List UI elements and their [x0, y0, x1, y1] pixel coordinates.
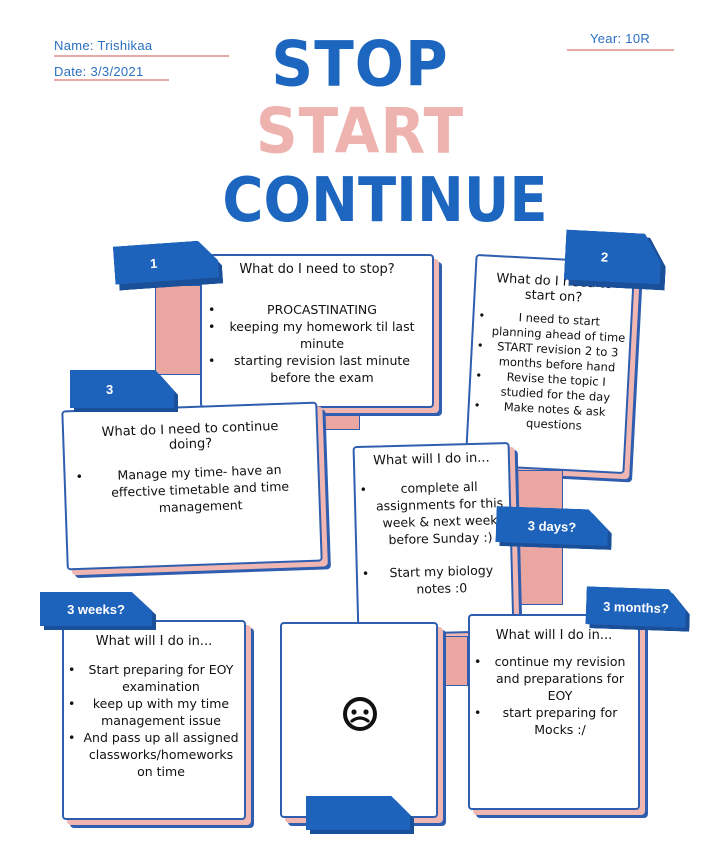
- weeks-card: What will I do in... Start preparing for…: [62, 620, 246, 820]
- list-item: starting revision last minute before the…: [206, 352, 422, 386]
- list-item: Manage my time- have an effective timeta…: [73, 460, 311, 519]
- date-underline: [54, 79, 169, 81]
- tab-3-months: 3 months?: [585, 586, 686, 627]
- tab-3: 3: [70, 370, 174, 408]
- name-label: Name: Trishikaa: [54, 38, 153, 53]
- center-card: [280, 622, 438, 818]
- start-list: I need to start planning ahead of time S…: [471, 308, 627, 436]
- date-label: Date: 3/3/2021: [54, 64, 144, 79]
- list-item: continue my revision and preparations fo…: [472, 653, 632, 704]
- days-card: What will I do in... complete all assign…: [352, 441, 515, 637]
- list-item: keeping my homework til last minute: [206, 318, 422, 352]
- months-list: continue my revision and preparations fo…: [472, 653, 632, 738]
- center-tab: [306, 796, 410, 830]
- list-item: And pass up all assigned classworks/home…: [66, 729, 240, 780]
- year-label: Year: 10R: [590, 31, 651, 46]
- tab-3-weeks: 3 weeks?: [40, 592, 152, 626]
- reload-smile-icon: [342, 696, 378, 736]
- center-accent: [436, 636, 468, 686]
- title-stop: STOP: [271, 27, 449, 101]
- list-item: Start preparing for EOY examination: [66, 661, 240, 695]
- stop-card: What do I need to stop? PROCASTINATING k…: [200, 254, 434, 408]
- list-item: complete all assignments for this week &…: [357, 477, 506, 549]
- days-question: What will I do in...: [373, 450, 490, 469]
- title-continue: CONTINUE: [222, 164, 548, 237]
- list-item: Start my biology notes :0: [360, 561, 508, 599]
- continue-question: What do I need to continue doing?: [101, 418, 279, 453]
- name-underline: [54, 55, 229, 57]
- list-item: start preparing for Mocks :/: [472, 704, 632, 738]
- list-item: keep up with my time management issue: [66, 695, 240, 729]
- continue-card: What do I need to continue doing? Manage…: [61, 401, 323, 571]
- months-question: What will I do in...: [495, 628, 613, 643]
- continue-list: Manage my time- have an effective timeta…: [73, 460, 311, 519]
- weeks-list: Start preparing for EOY examination keep…: [66, 661, 240, 780]
- year-underline: [567, 49, 674, 51]
- stop-question: What do I need to stop?: [239, 262, 395, 277]
- months-card: What will I do in... continue my revisio…: [468, 614, 640, 810]
- box1-accent-lower: [312, 405, 360, 430]
- list-item: Make notes & ask questions: [471, 398, 622, 436]
- list-item: PROCASTINATING: [206, 301, 422, 318]
- weeks-question: What will I do in...: [95, 634, 213, 649]
- title-start: START: [255, 94, 465, 168]
- days-list: complete all assignments for this week &…: [357, 477, 507, 599]
- tab-1: 1: [113, 239, 219, 284]
- box1-accent: [155, 285, 203, 375]
- tab-3-days: 3 days?: [495, 506, 608, 546]
- stop-list: PROCASTINATING keeping my homework til l…: [206, 301, 422, 386]
